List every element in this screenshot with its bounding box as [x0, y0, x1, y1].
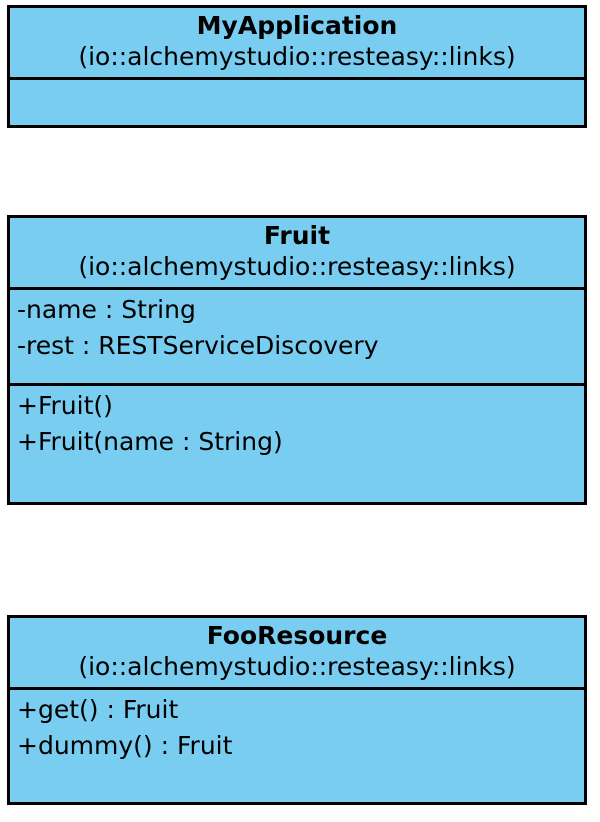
class-name: Fruit: [263, 221, 331, 250]
class-name: FooResource: [206, 621, 388, 650]
class-header-compartment: MyApplication (io::alchemystudio::restea…: [10, 8, 584, 77]
class-method: +dummy() : Fruit: [17, 731, 233, 760]
class-attribute: -rest : RESTServiceDiscovery: [17, 331, 379, 360]
class-attribute: -name : String: [17, 295, 196, 324]
class-header-compartment: FooResource (io::alchemystudio::resteasy…: [10, 618, 584, 687]
class-package: (io::alchemystudio::resteasy::links): [78, 42, 516, 71]
class-package: (io::alchemystudio::resteasy::links): [78, 652, 516, 681]
class-methods-compartment: +get() : Fruit +dummy() : Fruit: [10, 687, 584, 789]
class-method: +Fruit(name : String): [17, 427, 283, 456]
class-method: +Fruit(): [17, 391, 113, 420]
uml-class-fooresource[interactable]: FooResource (io::alchemystudio::resteasy…: [7, 615, 587, 805]
class-members-compartment: [10, 77, 584, 109]
uml-class-myapplication[interactable]: MyApplication (io::alchemystudio::restea…: [7, 5, 587, 128]
class-method: +get() : Fruit: [17, 695, 179, 724]
class-attributes-compartment: -name : String -rest : RESTServiceDiscov…: [10, 287, 584, 383]
class-header-compartment: Fruit (io::alchemystudio::resteasy::link…: [10, 218, 584, 287]
class-methods-compartment: +Fruit() +Fruit(name : String): [10, 383, 584, 462]
uml-class-fruit[interactable]: Fruit (io::alchemystudio::resteasy::link…: [7, 215, 587, 505]
class-name: MyApplication: [196, 11, 398, 40]
class-package: (io::alchemystudio::resteasy::links): [78, 252, 516, 281]
